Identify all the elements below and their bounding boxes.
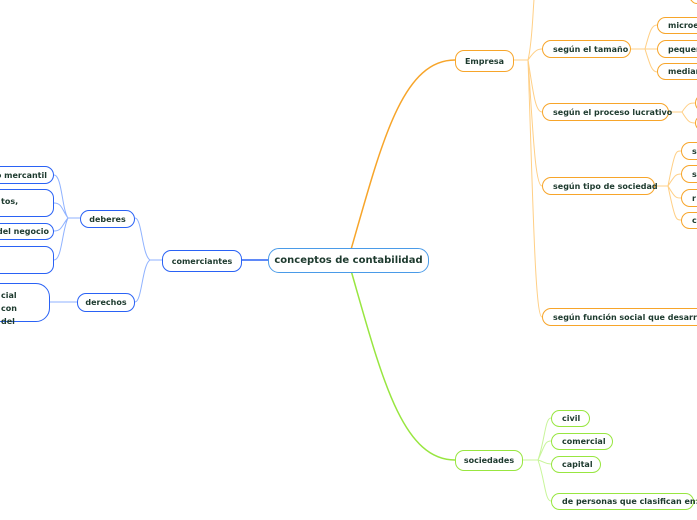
node-comercial[interactable]: comercial — [551, 433, 613, 450]
node-empresa[interactable]: Empresa — [455, 50, 514, 72]
node-sociedades[interactable]: sociedades — [455, 450, 523, 471]
node-sociedad-2[interactable]: s — [681, 165, 697, 183]
node-tamano-2[interactable]: pequeñ — [657, 40, 697, 58]
node-capital[interactable]: capital — [551, 456, 601, 473]
node-segun-sociedad[interactable]: según tipo de sociedad — [542, 177, 658, 195]
node-sociedad-4[interactable]: c — [681, 212, 697, 229]
node-sociedad-3[interactable]: r — [681, 189, 697, 207]
node-deber-3[interactable]: del negocio — [0, 223, 54, 240]
node-deber-1[interactable]: o mercantil — [0, 166, 54, 184]
node-comerciantes[interactable]: comerciantes — [162, 250, 242, 272]
node-sociedad-1[interactable]: s — [681, 142, 697, 160]
node-segun-lucrativo[interactable]: según el proceso lucrativo — [542, 103, 672, 121]
node-deber-4[interactable] — [0, 246, 54, 274]
node-de-personas[interactable]: de personas que clasifican en: — [551, 493, 697, 510]
node-segun-funcion[interactable]: según función social que desarrolla — [542, 308, 697, 326]
node-segun-tamano[interactable]: según el tamaño — [542, 40, 631, 58]
node-derechos[interactable]: derechos — [77, 293, 135, 312]
node-deber-2[interactable]: tos, — [0, 189, 54, 217]
node-tamano-3[interactable]: median — [657, 63, 697, 80]
node-civil[interactable]: civil — [551, 410, 590, 427]
node-tamano-1[interactable]: microe — [657, 17, 697, 34]
node-deberes[interactable]: deberes — [80, 210, 135, 228]
node-derecho-1[interactable]: cial con del — [0, 283, 50, 326]
central-topic[interactable]: conceptos de contabilidad — [268, 248, 429, 273]
